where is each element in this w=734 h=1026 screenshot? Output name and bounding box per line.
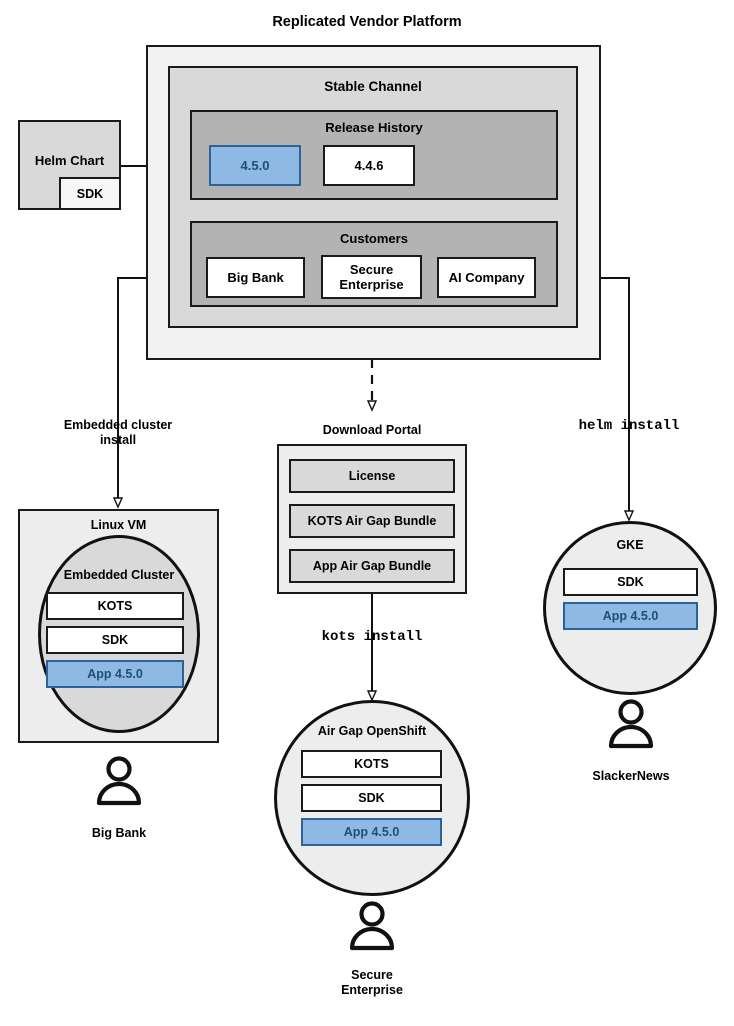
helm-install-label: helm install — [578, 418, 680, 434]
platform-title: Replicated Vendor Platform — [272, 14, 462, 30]
airgap-component-kots[interactable]: KOTS — [301, 750, 442, 778]
gke-component-app[interactable]: App 4.5.0 — [563, 602, 698, 630]
gke-customer-label: SlackerNews — [592, 769, 670, 783]
linux-vm-component-sdk[interactable]: SDK — [46, 626, 184, 654]
airgap-component-sdk[interactable]: SDK — [301, 784, 442, 812]
gke-component-sdk[interactable]: SDK — [563, 568, 698, 596]
customer-box-big-bank[interactable]: Big Bank — [206, 257, 305, 298]
kots-install-label: kots install — [321, 629, 423, 645]
gke-title: GKE — [616, 538, 644, 552]
release-item-446[interactable]: 4.4.6 — [323, 145, 415, 186]
linux-vm-title: Linux VM — [90, 518, 147, 532]
release-item-450[interactable]: 4.5.0 — [209, 145, 301, 186]
airgap-component-app[interactable]: App 4.5.0 — [301, 818, 442, 846]
person-icon-secure-enterprise — [349, 901, 395, 951]
download-portal-artifact-app-bundle[interactable]: App Air Gap Bundle — [289, 549, 455, 583]
customer-box-secure-enterprise[interactable]: Secure Enterprise — [321, 255, 422, 299]
embedded-cluster-title: Embedded Cluster — [63, 568, 175, 582]
customer-box-ai-company[interactable]: AI Company — [437, 257, 536, 298]
customers-title: Customers — [340, 231, 408, 246]
linux-vm-component-app[interactable]: App 4.5.0 — [46, 660, 184, 688]
linux-vm-component-kots[interactable]: KOTS — [46, 592, 184, 620]
download-portal-artifact-kots-bundle[interactable]: KOTS Air Gap Bundle — [289, 504, 455, 538]
embedded-cluster-install-label: Embedded cluster install — [63, 418, 173, 448]
download-portal-artifact-license[interactable]: License — [289, 459, 455, 493]
stable-channel-title: Stable Channel — [324, 79, 422, 94]
person-icon-big-bank — [96, 756, 142, 806]
airgap-openshift-title: Air Gap OpenShift — [317, 724, 427, 738]
release-history-title: Release History — [325, 120, 423, 135]
airgap-customer-label: Secure Enterprise — [341, 968, 403, 998]
linux-vm-customer-label: Big Bank — [91, 826, 147, 840]
helm-chart-sdk-box[interactable]: SDK — [59, 177, 121, 210]
person-icon-slackernews — [608, 699, 654, 749]
download-portal-title: Download Portal — [322, 423, 422, 437]
